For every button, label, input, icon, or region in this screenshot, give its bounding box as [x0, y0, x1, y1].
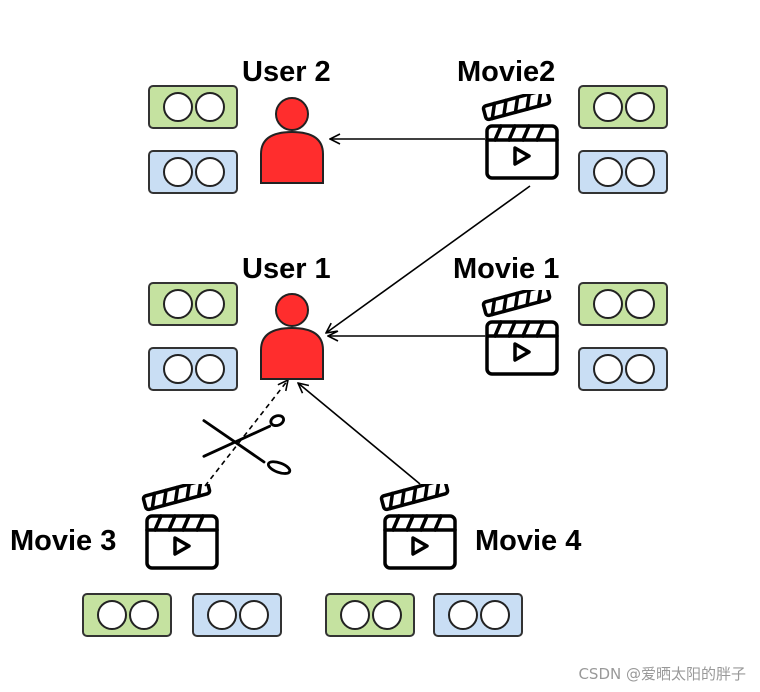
- user1-embedding-blue: [148, 347, 238, 391]
- movie3-embedding-blue: [192, 593, 282, 637]
- movie4-embedding-green: [325, 593, 415, 637]
- movie4-embedding-blue: [433, 593, 523, 637]
- movie2-embedding-green: [578, 85, 668, 129]
- movie2-embedding-blue: [578, 150, 668, 194]
- clapperboard-icon: [481, 94, 559, 180]
- user2-label: User 2: [242, 56, 331, 88]
- movie1-embedding-blue: [578, 347, 668, 391]
- movie3-label: Movie 3: [10, 525, 116, 557]
- clapperboard-icon: [481, 290, 559, 376]
- user1-embedding-green: [148, 282, 238, 326]
- movie3-embedding-green: [82, 593, 172, 637]
- watermark: CSDN @爱晒太阳的胖子: [578, 665, 746, 683]
- edge-movie4-user1: [298, 383, 421, 485]
- user2-embedding-green: [148, 85, 238, 129]
- user1-label: User 1: [242, 253, 331, 285]
- movie2-label: Movie2: [457, 56, 555, 88]
- scissors-icon: [202, 413, 293, 478]
- user-icon: [260, 293, 324, 380]
- clapperboard-icon: [141, 484, 219, 570]
- edge-movie2-user1: [326, 185, 531, 333]
- clapperboard-icon: [379, 484, 457, 570]
- movie1-embedding-green: [578, 282, 668, 326]
- movie1-label: Movie 1: [453, 253, 559, 285]
- user-icon: [260, 97, 324, 184]
- movie4-label: Movie 4: [475, 525, 581, 557]
- edge-movie3-user1-cut: [204, 380, 288, 487]
- user2-embedding-blue: [148, 150, 238, 194]
